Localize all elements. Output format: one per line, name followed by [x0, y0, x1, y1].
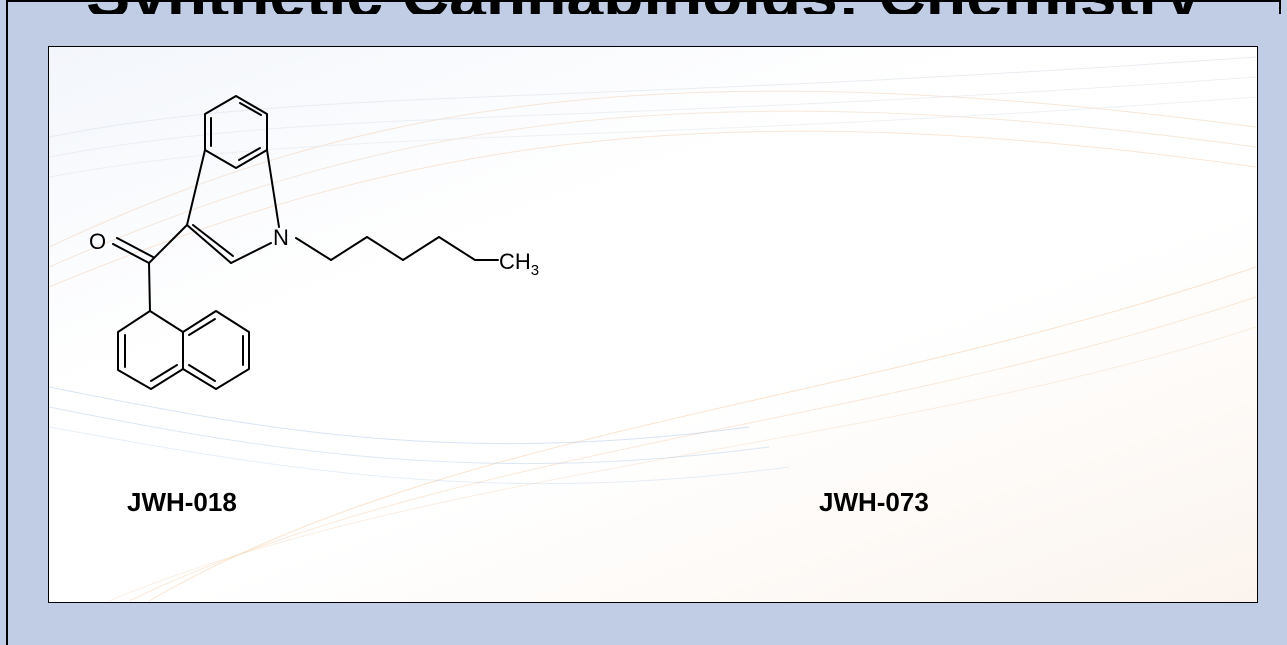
- slide-frame-top: [6, 0, 1281, 2]
- wave-background: [49, 56, 1256, 601]
- jwh-018-nitrogen: N: [273, 225, 289, 250]
- jwh-018-terminal-group: CH3: [499, 249, 539, 279]
- content-panel: N O CH3: [48, 46, 1258, 603]
- compound-label-jwh-018: JWH-018: [127, 487, 237, 517]
- jwh-018-structure: N O CH3: [89, 95, 539, 390]
- slide-frame-left: [6, 0, 8, 645]
- slide-title-clip: Synthetic Cannabinoids: Chemistry: [8, 0, 1279, 14]
- jwh-018-oxygen: O: [89, 229, 106, 254]
- jwh-073-structure: N O CH3: [725, 47, 1258, 467]
- slide-frame-right: [1279, 0, 1281, 14]
- slide-title: Synthetic Cannabinoids: Chemistry: [8, 0, 1279, 14]
- compound-label-jwh-073: JWH-073: [819, 487, 929, 517]
